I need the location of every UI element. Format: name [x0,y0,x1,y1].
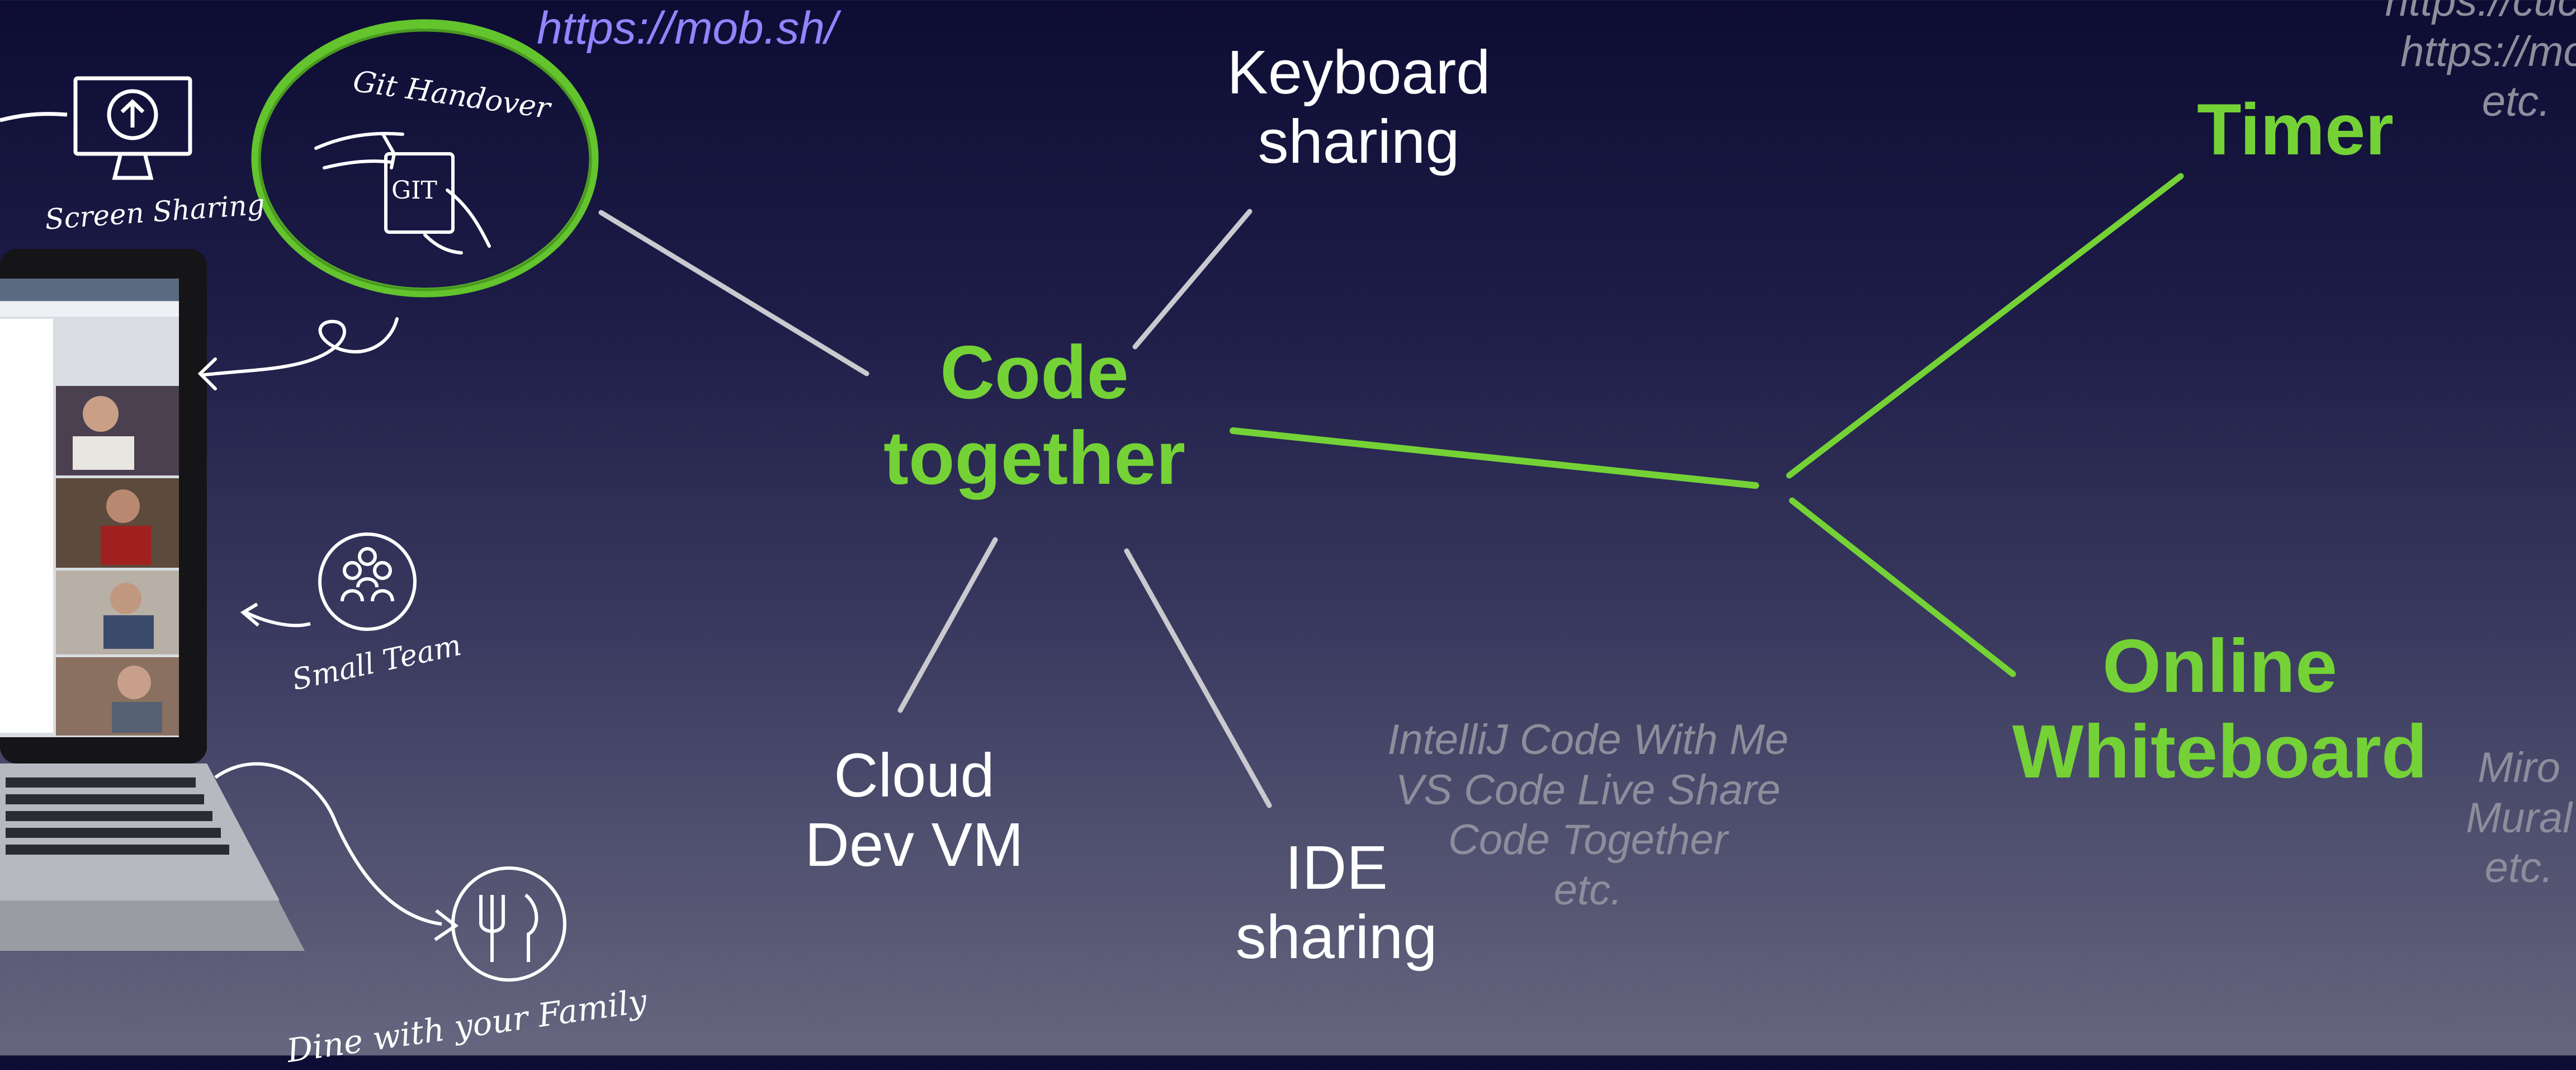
whiteboard-tools-list: Miro Mural etc. [2452,743,2576,893]
ide-tool-item: etc. [1553,866,1623,915]
keyboard-sharing-line1: Keyboard [1227,38,1491,107]
upload-monitor-icon [0,76,192,180]
code-together-line2: together [883,415,1185,500]
laptop-illustration [0,249,305,951]
ide-tool-item: IntelliJ Code With Me [1387,716,1789,763]
cloud-dev-vm-node: Cloud Dev VM [746,741,1082,880]
code-together-line1: Code [940,330,1129,414]
connector-to-ide [1124,548,1272,808]
online-whiteboard-line1: Online [2102,624,2338,708]
whiteboard-tool-item: etc. [2484,844,2554,892]
ide-sharing-line2: sharing [1235,903,1438,972]
code-together-node: Code together [839,330,1230,501]
ide-tool-item: Code Together [1448,816,1728,864]
connector-to-whiteboard [1789,497,2016,677]
online-whiteboard-node: Online Whiteboard [1991,624,2449,794]
ide-sharing-node: IDE sharing [1169,833,1504,973]
connector-to-cloud [897,537,998,713]
connector-to-hub [1230,427,1759,489]
timer-tool-item: https://mobti [2400,27,2576,76]
git-handover-hand-icon [197,19,599,390]
team-icon [240,532,417,631]
keyboard-sharing-line2: sharing [1258,107,1460,177]
timer-tool-item: etc. [2482,78,2551,126]
connector-to-mobsh [598,210,869,376]
cloud-dev-vm-line2: Dev VM [805,810,1024,880]
cloud-dev-vm-line1: Cloud [834,741,995,810]
whiteboard-tool-item: Mural [2465,794,2573,842]
ide-tool-item: VS Code Live Share [1395,766,1781,814]
connector-to-timer [1786,173,2184,479]
online-whiteboard-line2: Whiteboard [2012,709,2428,794]
ide-sharing-line1: IDE [1285,833,1388,902]
git-label: GIT [391,176,437,205]
ide-tools-list: IntelliJ Code With Me VS Code Live Share… [1364,715,1812,916]
timer-node: Timer [2197,88,2394,170]
connector-to-keyboard [1132,209,1252,350]
timer-tool-item: https://cuckoo [2385,0,2576,25]
keyboard-sharing-node: Keyboard sharing [1163,38,1554,177]
whiteboard-tool-item: Miro [2478,744,2560,791]
timer-tools-list: https://cuckoo https://mobti etc. [2309,0,2576,127]
fork-knife-icon [214,762,566,982]
mob-url-link[interactable]: https://mob.sh/ [537,3,838,54]
